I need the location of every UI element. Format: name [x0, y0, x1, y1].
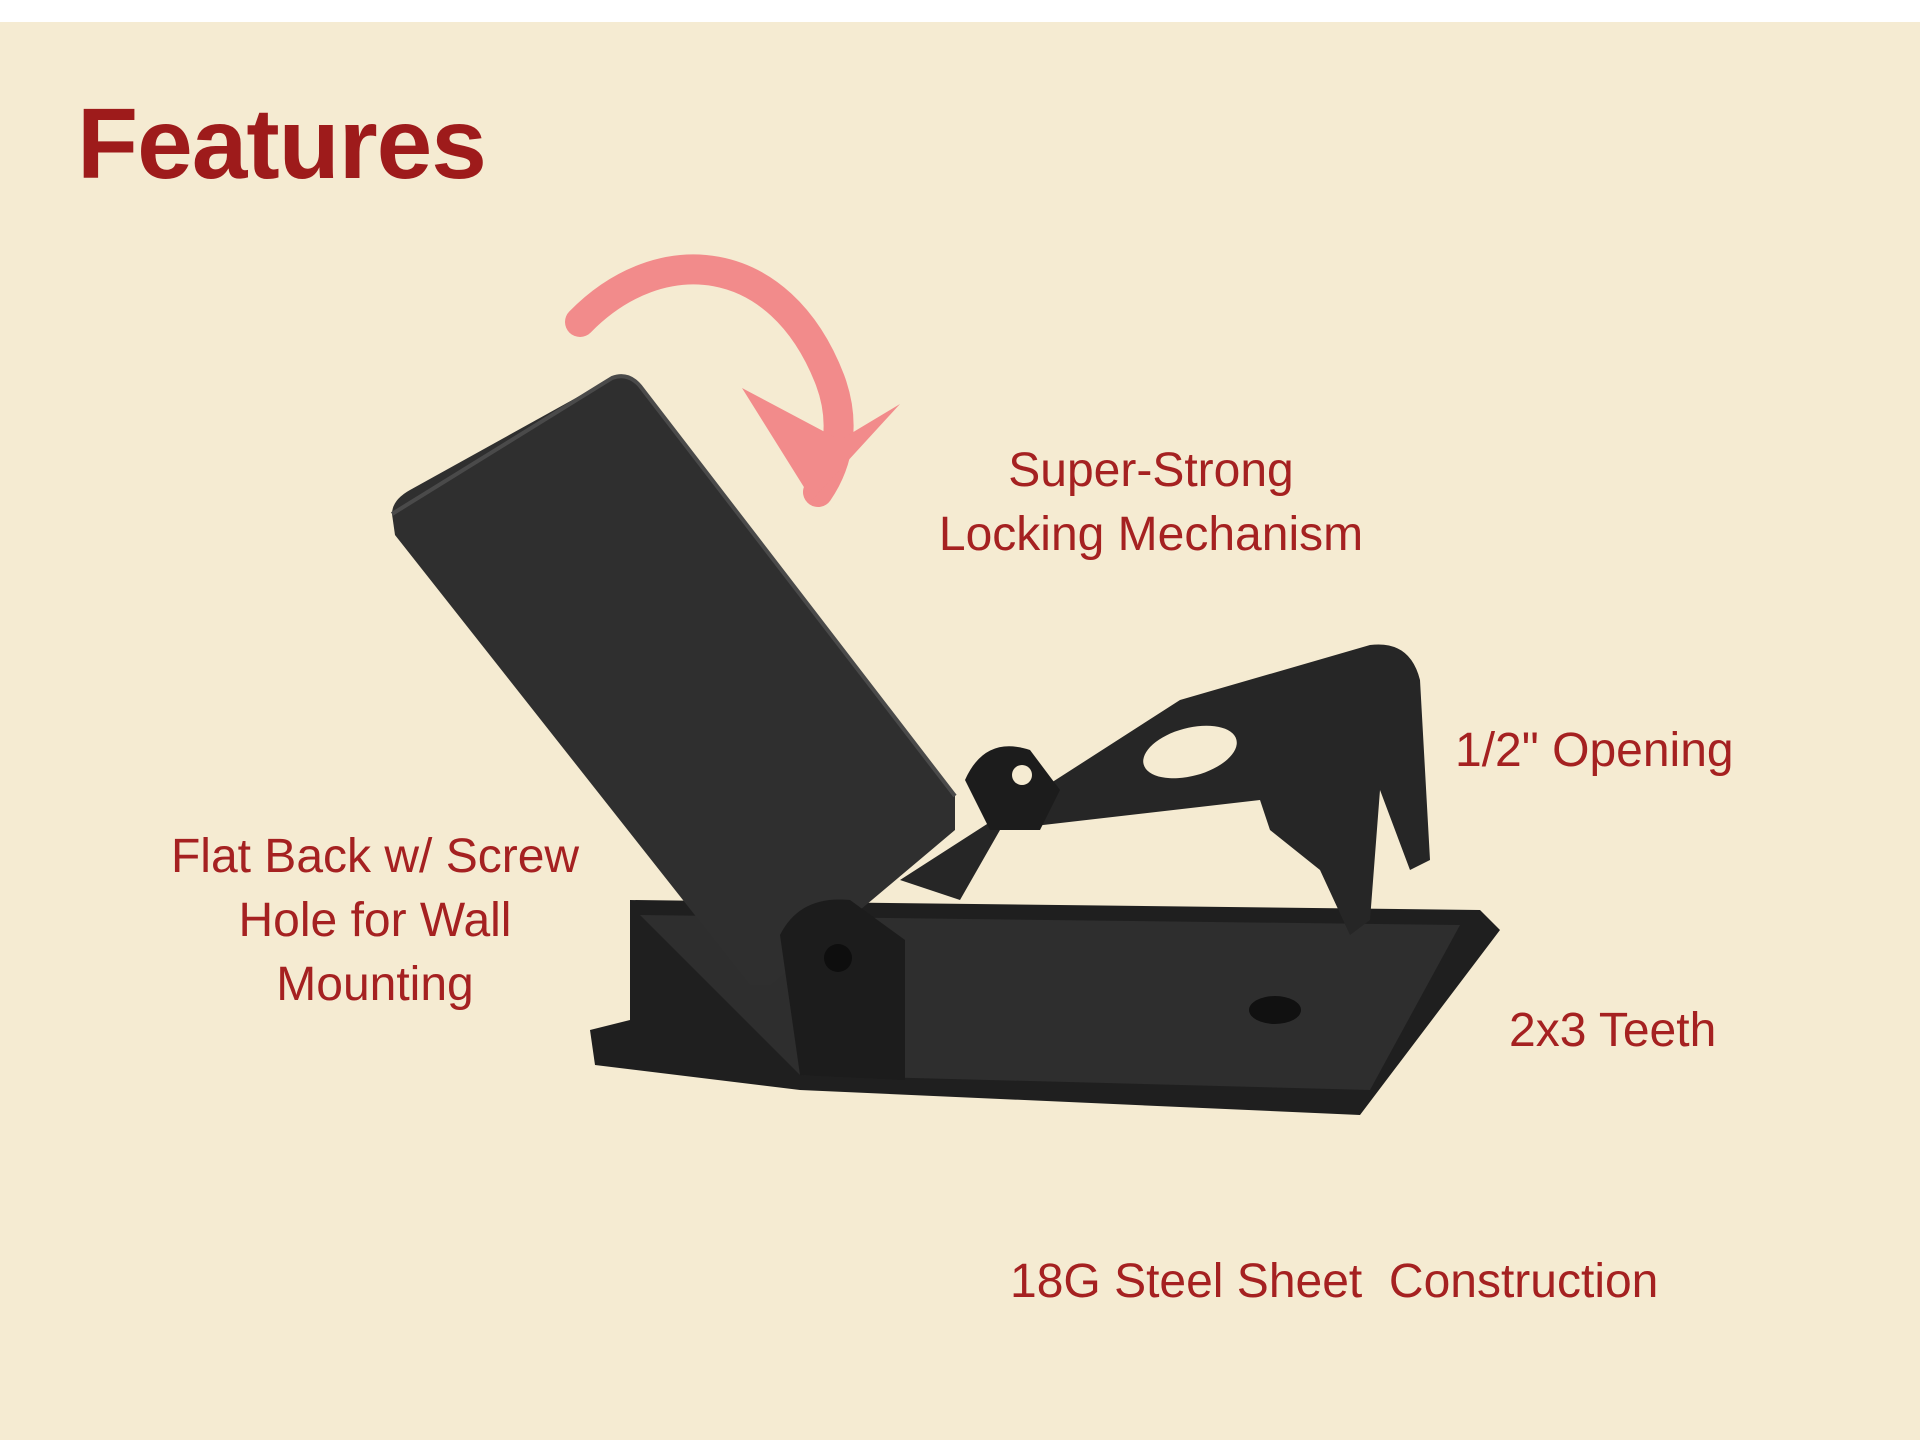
trap-plate	[390, 374, 957, 985]
label-line: Locking Mechanism	[938, 508, 1364, 561]
label-line: Hole for Wall	[238, 894, 512, 947]
page-title: Features	[77, 88, 487, 200]
curved-arrow-icon	[565, 254, 900, 507]
teeth-label: 2x3 Teeth	[1509, 1004, 1717, 1057]
opening-label: 1/2" Opening	[1455, 724, 1734, 777]
flat-back-label: Flat Back w/ Screw Hole for Wall Mountin…	[171, 825, 579, 1017]
label-line: Mounting	[276, 958, 474, 1011]
features-panel	[0, 22, 1920, 1440]
trap-jaw	[900, 644, 1430, 935]
locking-mechanism-label: Super-Strong Locking Mechanism	[939, 439, 1363, 567]
steel-construction-label: 18G Steel Sheet Construction	[1010, 1255, 1659, 1308]
label-line: Flat Back w/ Screw	[170, 830, 580, 883]
trap-hinge	[780, 746, 1060, 1080]
label-line: Super-Strong	[1008, 444, 1294, 497]
